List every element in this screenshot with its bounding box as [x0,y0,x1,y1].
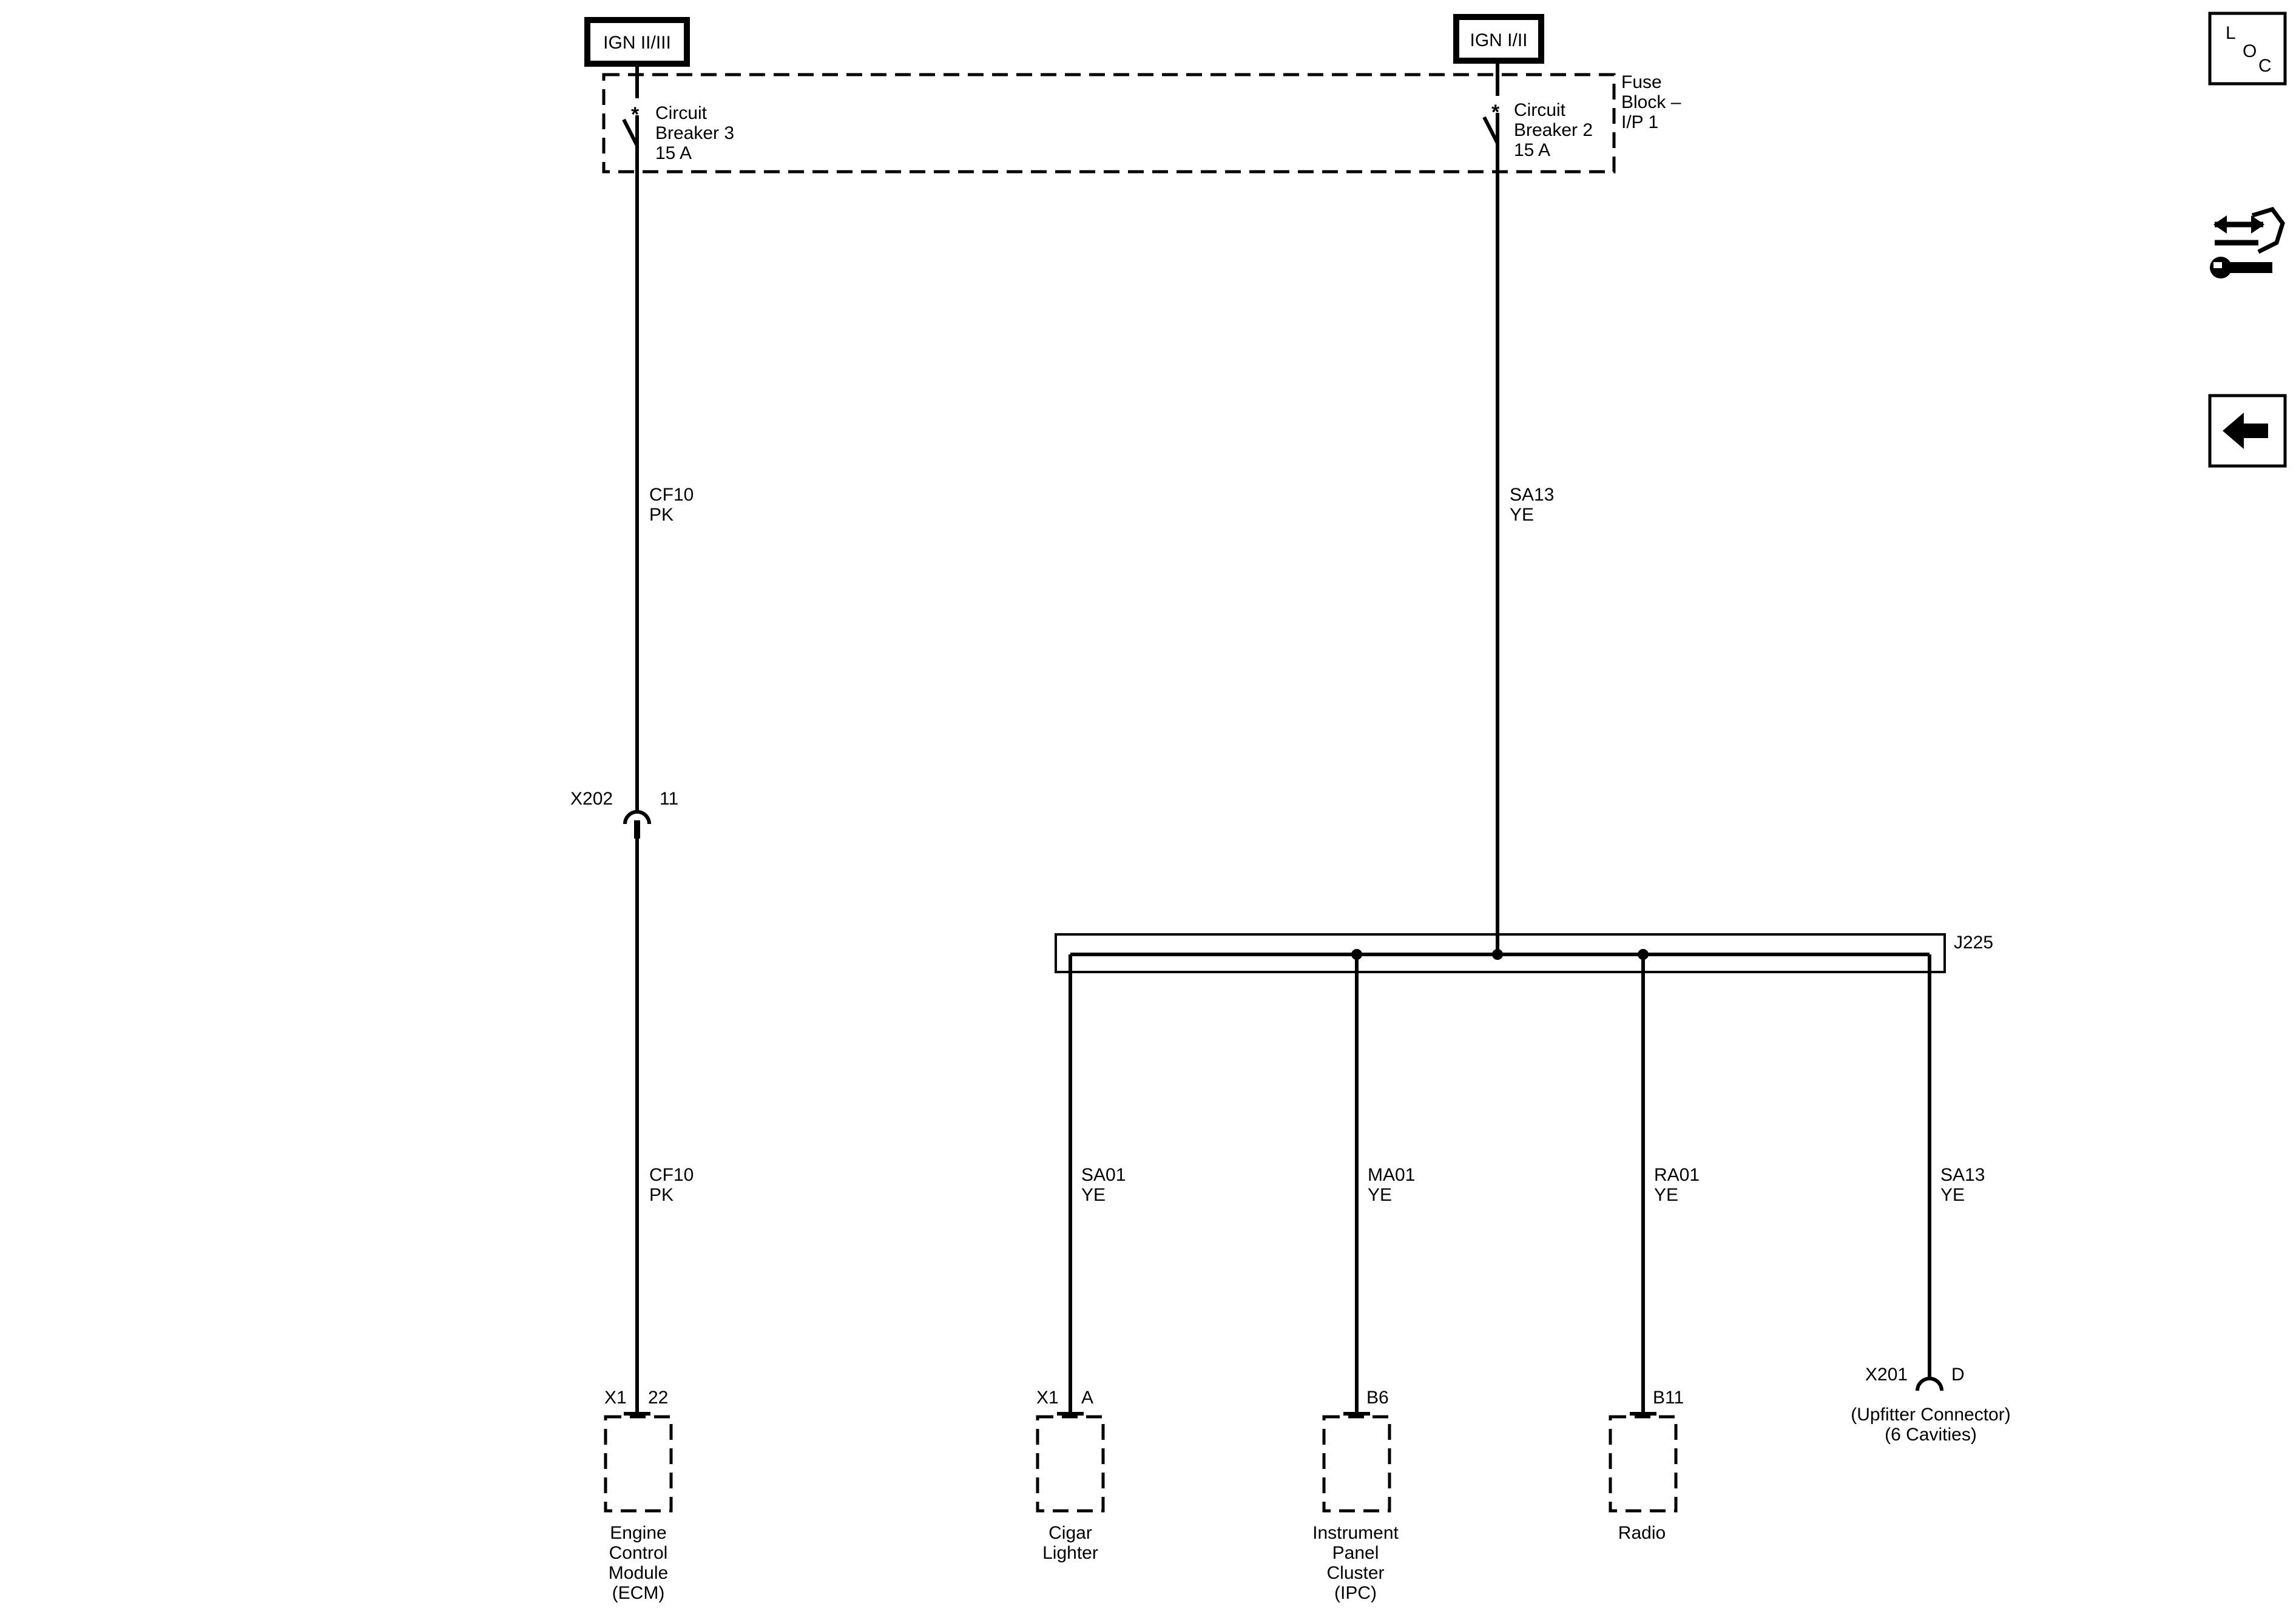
component-ecm: X1 22 Engine Control Module (ECM) [604,1388,673,1603]
svg-text:X1: X1 [604,1388,627,1408]
fuse-block-label: Fuse Block – I/P 1 [1621,72,1681,132]
svg-text:D: D [1951,1365,1965,1385]
svg-text:15 A: 15 A [1514,140,1550,160]
svg-text:Module: Module [609,1563,668,1583]
connector-x202: X202 11 [570,789,678,839]
svg-text:Breaker 3: Breaker 3 [655,123,734,143]
power-source-right: IGN I/II [1453,14,1544,64]
component-ipc: B6 Instrument Panel Cluster (IPC) [1312,1388,1399,1603]
splice-node [1492,949,1503,960]
svg-text:Block –: Block – [1621,92,1681,112]
svg-text:22: 22 [648,1388,668,1408]
circuit-breaker-2: * Circuit Breaker 2 15 A [1482,61,1593,160]
wire-label-ra01: RA01 YE [1654,1165,1700,1205]
svg-text:YE: YE [1510,505,1534,525]
breaker-star-icon: * [1491,101,1500,124]
svg-text:YE: YE [1081,1185,1106,1205]
circuit-breaker-3: * Circuit Breaker 3 15 A [622,64,734,163]
back-arrow-icon[interactable] [2208,394,2287,468]
connector-tool-icon[interactable] [2210,206,2285,279]
svg-text:Fuse: Fuse [1621,72,1662,92]
svg-text:C: C [2258,56,2272,76]
svg-text:Cigar: Cigar [1048,1523,1092,1543]
svg-text:MA01: MA01 [1368,1165,1415,1185]
svg-text:X201: X201 [1865,1365,1908,1385]
breaker-star-icon: * [631,103,640,126]
wire-label-sa13-upper: SA13 YE [1510,485,1554,525]
wire-label-cf10-lower: CF10 PK [649,1165,694,1205]
svg-text:PK: PK [649,1185,674,1205]
svg-text:(ECM): (ECM) [612,1583,665,1603]
svg-text:Radio: Radio [1618,1523,1666,1543]
svg-text:Panel: Panel [1332,1543,1379,1563]
svg-text:I/P 1: I/P 1 [1621,112,1658,132]
svg-text:Lighter: Lighter [1042,1543,1098,1563]
svg-text:Circuit: Circuit [655,103,707,123]
svg-text:SA13: SA13 [1940,1165,1985,1185]
svg-text:X202: X202 [570,789,613,809]
svg-text:(6 Cavities): (6 Cavities) [1885,1425,1977,1445]
svg-text:Circuit: Circuit [1514,100,1566,120]
loc-icon[interactable]: L O C [2208,12,2287,86]
svg-text:B11: B11 [1653,1388,1684,1408]
fuse-block-outline [602,73,1616,174]
svg-text:(Upfitter Connector): (Upfitter Connector) [1851,1405,2010,1425]
svg-text:(IPC): (IPC) [1334,1583,1377,1603]
svg-text:Breaker 2: Breaker 2 [1514,120,1593,140]
svg-text:YE: YE [1368,1185,1392,1205]
power-source-right-label: IGN I/II [1470,30,1527,50]
component-cigar-lighter: X1 A Cigar Lighter [1036,1388,1105,1563]
svg-text:SA13: SA13 [1510,485,1554,505]
svg-text:CF10: CF10 [649,485,694,505]
component-radio: B11 Radio [1609,1388,1684,1543]
svg-text:O: O [2243,41,2257,61]
svg-text:L: L [2226,23,2236,43]
svg-text:Control: Control [609,1543,668,1563]
svg-text:X1: X1 [1036,1388,1059,1408]
power-source-left: IGN II/III [584,17,690,67]
svg-text:SA01: SA01 [1081,1165,1126,1185]
svg-text:YE: YE [1654,1185,1678,1205]
svg-text:11: 11 [660,789,678,809]
svg-text:RA01: RA01 [1654,1165,1700,1185]
svg-text:A: A [1081,1388,1093,1408]
wire-label-cf10-upper: CF10 PK [649,485,694,525]
splice-pack-j225: J225 [1055,933,1993,973]
svg-text:15 A: 15 A [655,143,692,163]
svg-text:YE: YE [1940,1185,1965,1205]
wire-label-ma01: MA01 YE [1368,1165,1415,1205]
svg-text:B6: B6 [1366,1388,1389,1408]
svg-text:Cluster: Cluster [1326,1563,1384,1583]
power-source-left-label: IGN II/III [603,33,671,53]
splice-label: J225 [1954,933,1993,953]
svg-text:CF10: CF10 [649,1165,694,1185]
wire-label-sa13-lower: SA13 YE [1940,1165,1985,1205]
connector-x201: X201 D (Upfitter Connector) (6 Cavities) [1851,1365,2010,1445]
wire-label-sa01: SA01 YE [1081,1165,1126,1205]
svg-text:Engine: Engine [610,1523,666,1543]
svg-text:Instrument: Instrument [1312,1523,1399,1543]
svg-text:PK: PK [649,505,674,525]
